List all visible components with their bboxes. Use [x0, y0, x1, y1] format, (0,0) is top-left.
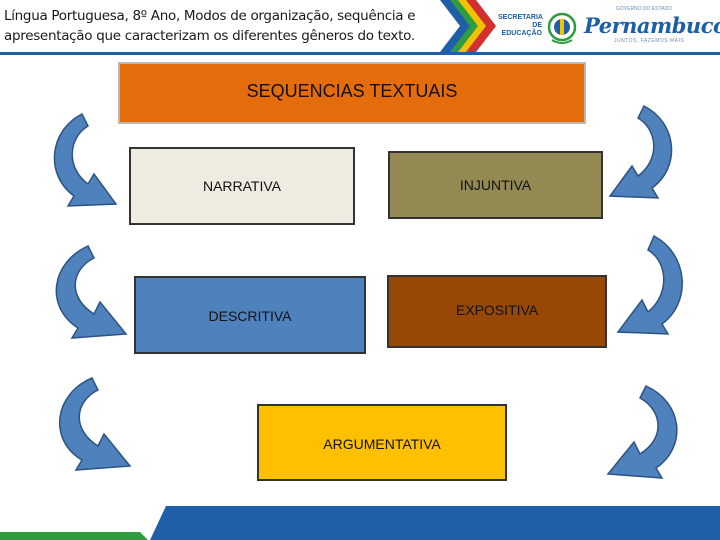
brand-logo: Pernambuco: [584, 13, 720, 38]
secretaria-label: SECRETARIA DE EDUCAÇÃO: [498, 14, 543, 37]
label-descritiva: DESCRITIVA: [208, 308, 292, 324]
label-argumentativa: ARGUMENTATIVA: [323, 436, 441, 452]
box-descritiva: DESCRITIVA: [134, 276, 366, 354]
box-narrativa: NARRATIVA: [129, 147, 355, 225]
curved-arrow-icon: [616, 234, 683, 335]
box-injuntiva: INJUNTIVA: [388, 151, 603, 219]
diagram-title: SEQUENCIAS TEXTUAIS: [246, 80, 458, 101]
header-divider: [0, 52, 720, 55]
curved-arrow-icon: [55, 245, 128, 339]
curved-arrow-icon: [59, 377, 132, 471]
curved-arrow-icon: [608, 104, 673, 199]
decorative-stripes: [440, 0, 496, 52]
state-seal-icon: [547, 12, 577, 44]
curved-arrow-icon: [53, 112, 118, 207]
box-argumentativa: ARGUMENTATIVA: [257, 404, 507, 481]
label-narrativa: NARRATIVA: [202, 178, 282, 194]
slide-title: Língua Portuguesa, 8º Ano, Modos de orga…: [4, 8, 416, 44]
box-expositiva: EXPOSITIVA: [387, 275, 607, 348]
label-expositiva: EXPOSITIVA: [455, 302, 539, 318]
brand-slogan: JUNTOS, FAZEMOS MAIS: [614, 38, 685, 44]
label-injuntiva: INJUNTIVA: [459, 177, 532, 193]
curved-arrow-icon: [606, 385, 678, 479]
slide-header: Língua Portuguesa, 8º Ano, Modos de orga…: [0, 0, 720, 55]
footer-bar: [0, 506, 720, 540]
brand-top-label: GOVERNO DO ESTADO: [616, 6, 673, 12]
diagram-title-box: SEQUENCIAS TEXTUAIS: [118, 62, 586, 124]
